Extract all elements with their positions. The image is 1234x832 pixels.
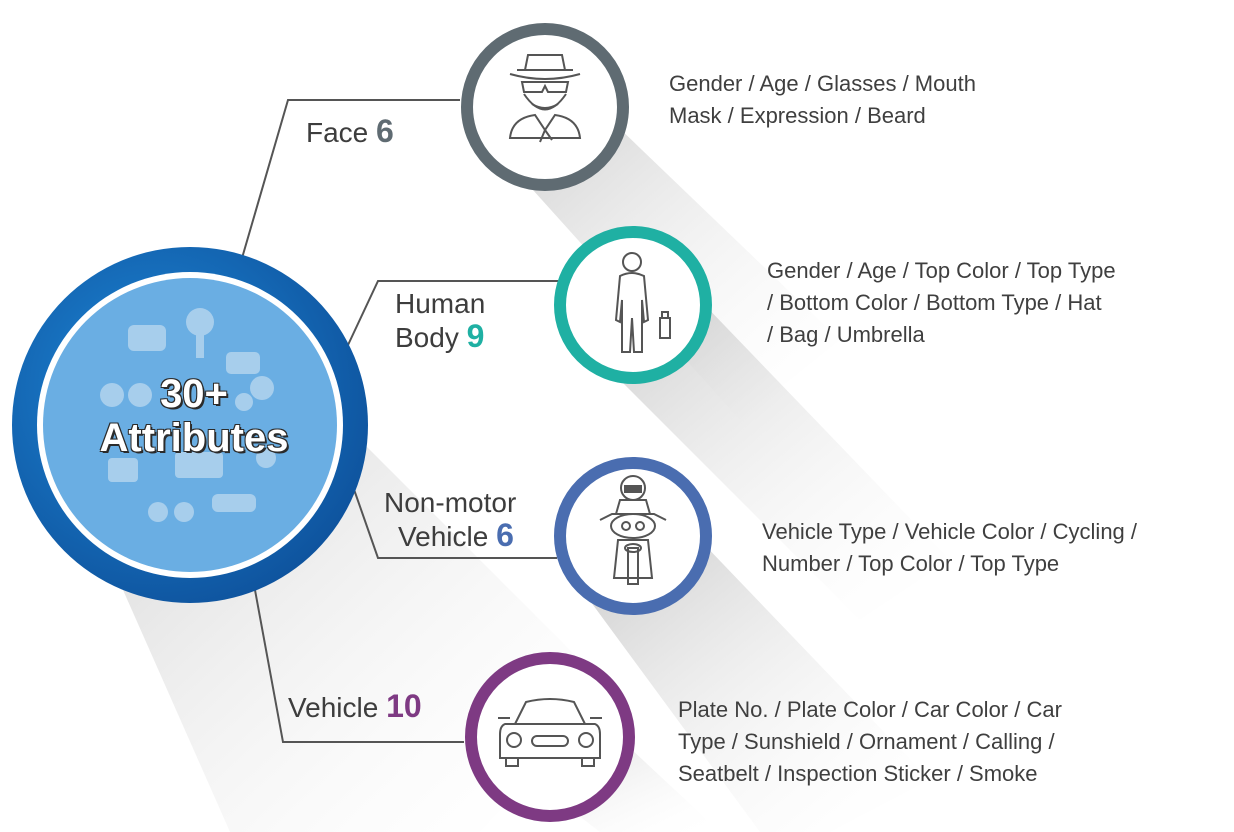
connector-face [239, 99, 460, 266]
non-motor-attributes-line: Vehicle Type / Vehicle Color / Cycling / [762, 519, 1138, 544]
hub-label: Attributes [99, 416, 289, 460]
non-motor-count: 6 [496, 517, 514, 553]
detective-face-icon [508, 54, 582, 143]
vehicle-label: Vehicle 10 [288, 690, 422, 724]
human-body-label: Human Body 9 [395, 287, 485, 354]
vehicle-count: 10 [386, 688, 422, 724]
non-motor-label-line1: Non-motor [384, 487, 517, 518]
human-body-attributes: Gender / Age / Top Color / Top Type / Bo… [767, 255, 1116, 351]
face-label: Face 6 [306, 115, 394, 149]
car-front-icon [498, 698, 602, 767]
human-body-icon [614, 252, 671, 353]
non-motor-attributes-line: Number / Top Color / Top Type [762, 551, 1060, 576]
non-motor-vehicle-node [554, 457, 712, 615]
connector-vehicle [254, 589, 464, 743]
face-node [461, 23, 629, 191]
non-motor-vehicle-label: Non-motor Vehicle 6 [384, 486, 516, 553]
motorcycle-rider-icon [599, 475, 667, 585]
connector-nonmotor [349, 477, 557, 559]
hub-title: 30+ Attributes [80, 372, 308, 460]
vehicle-node [465, 652, 635, 822]
connector-lines [239, 99, 558, 743]
hub-count: 30+ [160, 372, 228, 416]
hub-background-icons [100, 308, 276, 522]
vehicle-attributes-line: Plate No. / Plate Color / Car Color / Ca… [678, 697, 1062, 722]
non-motor-label-line2: Vehicle [398, 521, 489, 552]
non-motor-vehicle-attributes: Vehicle Type / Vehicle Color / Cycling /… [762, 516, 1137, 580]
face-count: 6 [376, 113, 394, 149]
vehicle-attributes: Plate No. / Plate Color / Car Color / Ca… [678, 694, 1062, 790]
human-body-label-line1: Human [395, 288, 486, 319]
face-attributes-line: Mask / Expression / Beard [669, 103, 926, 128]
face-attributes-line: Gender / Age / Glasses / Mouth [669, 71, 976, 96]
vehicle-attributes-line: Type / Sunshield / Ornament / Calling / [678, 729, 1055, 754]
vehicle-label-text: Vehicle [288, 692, 379, 723]
human-body-count: 9 [466, 318, 485, 354]
vehicle-attributes-line: Seatbelt / Inspection Sticker / Smoke [678, 761, 1038, 786]
human-body-node [554, 226, 712, 384]
human-body-attributes-line: / Bottom Color / Bottom Type / Hat [767, 290, 1102, 315]
connector-body [347, 280, 558, 346]
face-attributes: Gender / Age / Glasses / Mouth Mask / Ex… [669, 68, 976, 132]
human-body-attributes-line: / Bag / Umbrella [767, 322, 925, 347]
hub-circle [12, 247, 368, 603]
human-body-label-line2: Body [395, 322, 459, 353]
face-label-text: Face [306, 117, 369, 148]
human-body-attributes-line: Gender / Age / Top Color / Top Type [767, 258, 1116, 283]
